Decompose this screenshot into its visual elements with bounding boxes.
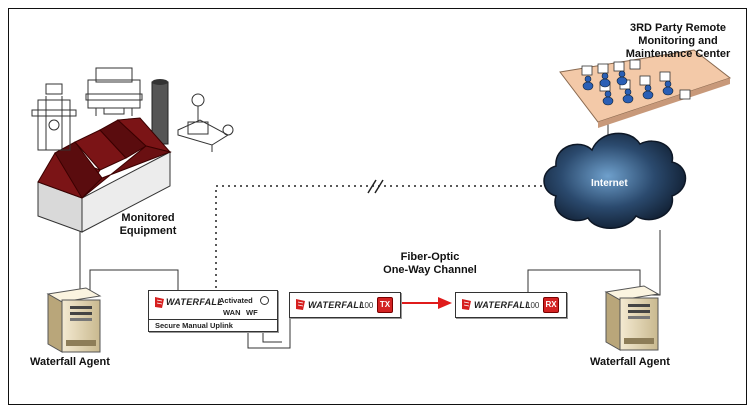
one-way-arrow	[402, 297, 452, 309]
rx-device: WATERFALL 100 RX	[455, 292, 567, 318]
factory-icon	[37, 79, 172, 233]
server-left-icon	[46, 287, 102, 353]
dotted-link	[215, 179, 550, 300]
monitored-equipment-line-2: Equipment	[119, 225, 177, 237]
waterfall-agent-left-label: Waterfall Agent	[30, 356, 110, 368]
uplink-wf-label: WF	[246, 308, 258, 317]
rx-badge: RX	[543, 297, 559, 313]
fiber-channel-label: Fiber-Optic One-Way Channel	[370, 251, 490, 277]
uplink-caption: Secure Manual Uplink	[155, 321, 233, 330]
tx-brand: WATERFALL	[308, 300, 366, 310]
tx-model: 100	[360, 301, 374, 310]
uplink-brand: WATERFALL	[166, 297, 224, 307]
machine-icon	[31, 67, 234, 152]
secure-uplink-device: WATERFALL Activated WAN WF Secure Manual…	[148, 290, 278, 332]
remote-center-label: 3RD Party Remote Monitoring and Maintena…	[618, 22, 738, 61]
remote-center-line-3: Maintenance Center	[625, 48, 731, 60]
fiber-channel-line-1: Fiber-Optic	[400, 251, 460, 263]
tx-badge: TX	[377, 297, 393, 313]
remote-center-icon	[559, 49, 732, 128]
waterfall-flag-icon	[462, 299, 471, 310]
waterfall-agent-right-label: Waterfall Agent	[590, 356, 670, 368]
monitored-equipment-label: Monitored Equipment	[98, 212, 198, 238]
internet-label: Internet	[591, 178, 628, 189]
activated-indicator	[260, 296, 269, 305]
waterfall-flag-icon	[296, 299, 305, 310]
tx-device: WATERFALL 100 TX	[289, 292, 401, 318]
waterfall-flag-icon	[155, 297, 164, 308]
fiber-channel-line-2: One-Way Channel	[383, 264, 477, 276]
uplink-activated-label: Activated	[219, 296, 253, 305]
monitored-equipment-line-1: Monitored	[121, 212, 175, 224]
internet-cloud-icon	[543, 132, 687, 229]
uplink-wan-label: WAN	[223, 308, 241, 317]
remote-center-line-1: 3RD Party Remote	[630, 22, 726, 34]
rx-model: 100	[526, 301, 540, 310]
left-links	[79, 225, 291, 349]
rx-brand: WATERFALL	[474, 300, 532, 310]
remote-center-line-2: Monitoring and	[638, 35, 718, 47]
server-right-icon	[604, 285, 660, 351]
uplink-divider	[149, 319, 277, 320]
